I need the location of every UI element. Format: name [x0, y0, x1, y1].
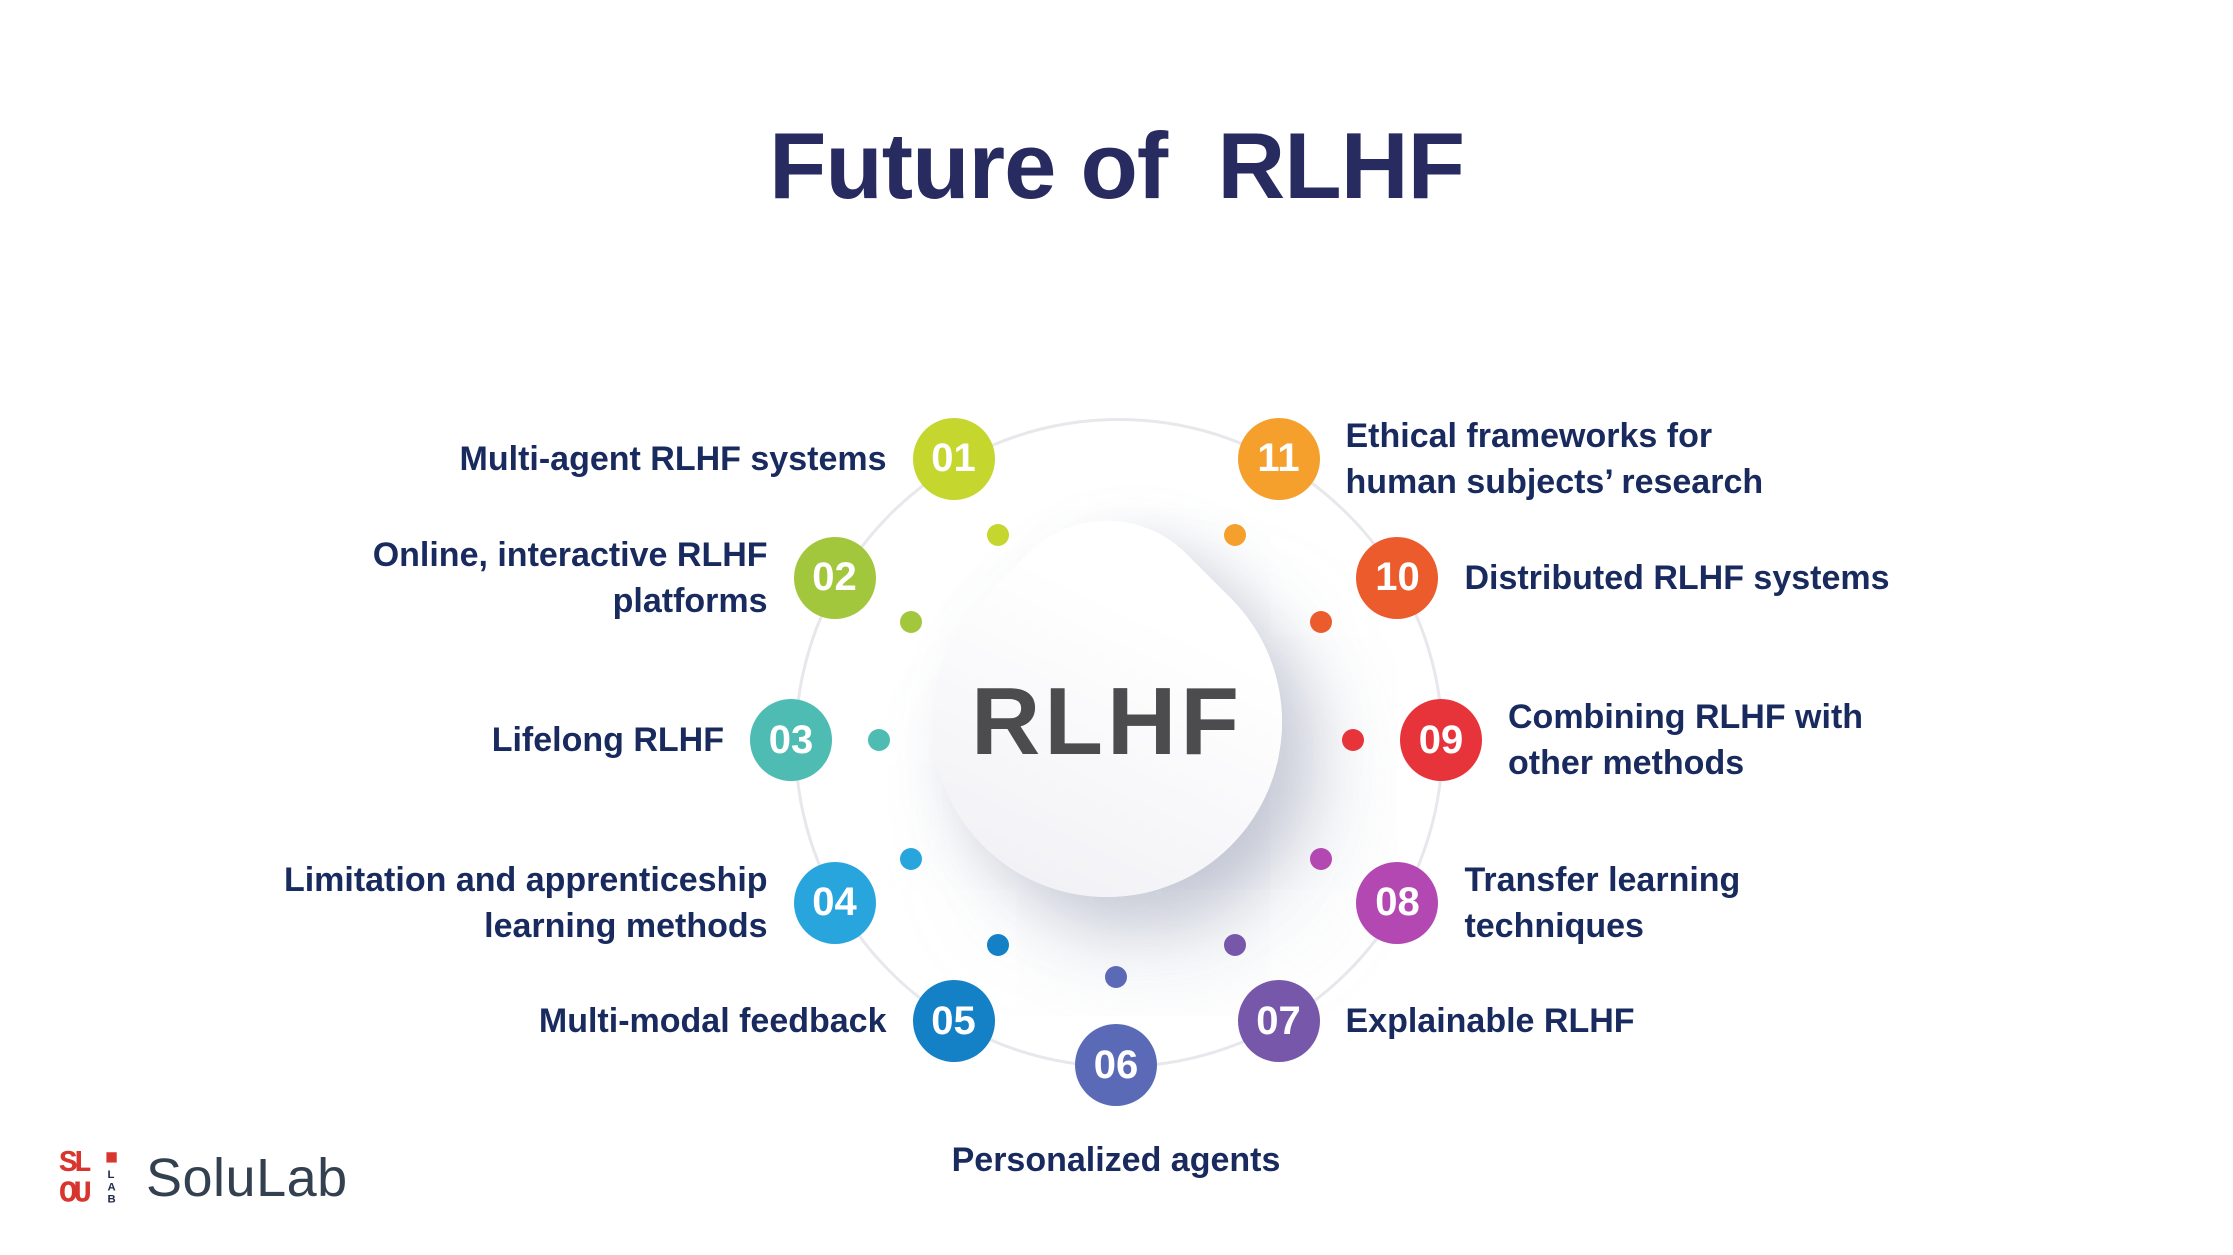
item-03-dot [868, 729, 890, 751]
item-11-dot [1223, 523, 1246, 546]
svg-text:SL: SL [59, 1146, 90, 1181]
solulab-logo-mark-icon: SL OU L A B [59, 1146, 117, 1212]
item-04-label: Limitation and apprenticeship learning me… [284, 857, 768, 949]
item-10-label-line: Distributed RLHF systems [1464, 558, 1890, 597]
item-11-label-line: human subjects’ research [1345, 462, 1764, 501]
item-08-number: 08 [1375, 880, 1420, 924]
item-08-dot [1310, 847, 1333, 870]
item-05-label-line: Multi-modal feedback [538, 1002, 887, 1041]
item-04-badge: 04 [793, 861, 876, 944]
item-08-label-line: Transfer learning [1464, 860, 1741, 899]
item-06-label: Personalized agents [766, 1137, 1466, 1183]
page-title: Future of RLHF [768, 113, 1465, 218]
item-05-dot [986, 934, 1009, 957]
item-07-number: 07 [1256, 998, 1301, 1043]
item-03-badge: 03 [750, 699, 832, 781]
solulab-wordmark: SoluLab [146, 1148, 348, 1208]
item-07-label-line: Explainable RLHF [1345, 1002, 1635, 1041]
item-09-label-line: other methods [1508, 744, 1745, 782]
item-10-badge: 10 [1356, 536, 1439, 619]
item-05-number: 05 [931, 998, 976, 1043]
svg-text:L: L [107, 1169, 114, 1181]
item-04-label-line: learning methods [484, 906, 768, 945]
item-09-label: Combining RLHF with other methods [1508, 694, 1863, 786]
item-03-label: Lifelong RLHF [492, 717, 724, 763]
item-06-badge: 06 [1075, 1024, 1157, 1106]
item-10-dot [1310, 610, 1333, 633]
item-06-dot [1105, 966, 1127, 988]
item-09-dot [1342, 729, 1364, 751]
item-02-label: Online, interactive RLHF platforms [373, 532, 768, 624]
item-07-label: Explainable RLHF [1346, 998, 1635, 1044]
item-02-label-line: Online, interactive RLHF [372, 535, 768, 574]
item-09-number: 09 [1418, 717, 1464, 762]
item-04-label-line: Limitation and apprenticeship [283, 860, 768, 899]
item-02-badge: 02 [793, 536, 876, 619]
item-07-badge: 07 [1237, 980, 1320, 1063]
item-02-label-line: platforms [612, 581, 768, 620]
item-01-label: Multi-agent RLHF systems [460, 436, 887, 482]
item-01-badge: 01 [912, 417, 995, 500]
item-08-badge: 08 [1356, 861, 1439, 944]
center-label: RLHF [971, 668, 1243, 775]
item-03-label-line: Lifelong RLHF [491, 721, 724, 759]
item-07-dot [1223, 934, 1246, 957]
item-11-label: Ethical frameworks for human subjects’ re… [1346, 413, 1764, 505]
item-01-dot [986, 523, 1009, 546]
svg-text:B: B [107, 1194, 115, 1206]
item-08-label-line: techniques [1464, 906, 1644, 945]
solulab-logo: SL OU L A B SoluLab [58, 1144, 348, 1212]
item-10-label: Distributed RLHF systems [1464, 555, 1889, 601]
item-02-dot [899, 610, 922, 633]
item-05-badge: 05 [912, 980, 995, 1063]
item-09-label-line: Combining RLHF with [1508, 698, 1864, 736]
item-10-number: 10 [1375, 555, 1420, 599]
item-11-number: 11 [1257, 436, 1300, 481]
item-11-badge: 11 [1237, 417, 1320, 500]
svg-text:OU: OU [59, 1177, 90, 1212]
item-01-label-line: Multi-agent RLHF systems [459, 439, 887, 478]
item-05-label: Multi-modal feedback [539, 998, 887, 1044]
item-02-number: 02 [812, 555, 857, 599]
item-11-label-line: Ethical frameworks for [1345, 416, 1713, 455]
item-04-dot [899, 847, 922, 870]
item-06-number: 06 [1093, 1042, 1139, 1087]
svg-text:A: A [107, 1181, 115, 1193]
item-08-label: Transfer learning techniques [1464, 857, 1740, 949]
item-06-label-line: Personalized agents [951, 1141, 1281, 1179]
item-03-number: 03 [768, 717, 814, 762]
item-01-number: 01 [931, 436, 976, 481]
item-09-badge: 09 [1400, 699, 1482, 781]
center-blob: RLHF [859, 474, 1355, 970]
item-04-number: 04 [812, 880, 857, 924]
